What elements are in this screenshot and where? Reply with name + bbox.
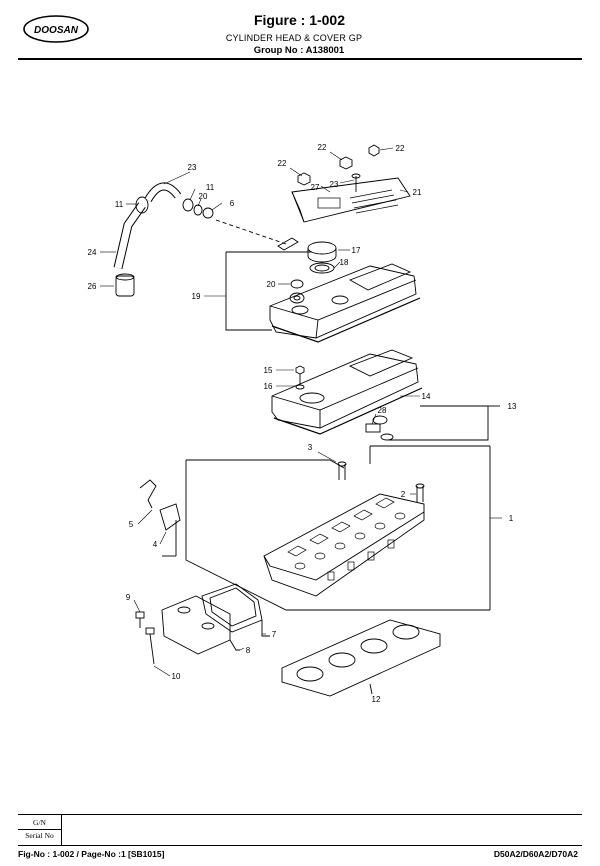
callout-12: 12	[372, 695, 381, 704]
callout-21: 21	[413, 188, 422, 197]
gn-serial-cell: G/N Serial No	[18, 815, 62, 845]
brand-text: DOOSAN	[34, 25, 79, 36]
callout-11a: 11	[115, 200, 124, 209]
callout-11b: 11	[206, 183, 215, 192]
callout-9: 9	[126, 593, 131, 602]
gn-label: G/N	[33, 818, 46, 827]
model-numbers: D50A2/D60A2/D70A2	[493, 849, 578, 859]
callout-6: 6	[230, 199, 235, 208]
callout-5: 5	[129, 520, 134, 529]
callout-28a: 27	[311, 183, 320, 192]
callout-17: 17	[352, 246, 361, 255]
figure-title: Figure : 1-002	[253, 12, 345, 28]
callout-28b: 28	[378, 406, 387, 415]
callout-19: 19	[192, 292, 201, 301]
page-header: DOOSAN Figure : 1-002 CYLINDER HEAD & CO…	[0, 0, 600, 60]
callout-4: 4	[153, 540, 158, 549]
group-number: Group No : A138001	[253, 45, 345, 56]
callout-24: 23	[188, 163, 197, 172]
callout-8: 8	[246, 646, 251, 655]
callout-14: 14	[422, 392, 431, 401]
callout-10: 10	[172, 672, 181, 681]
callout-15: 15	[264, 366, 273, 375]
callout-16: 16	[264, 382, 273, 391]
footer-table: G/N Serial No	[18, 814, 582, 846]
callout-23: 23	[330, 180, 339, 189]
fig-page-number: Fig-No : 1-002 / Page-No :1 [SB1015]	[18, 849, 165, 859]
callout-13: 13	[508, 402, 517, 411]
serial-label: Serial No	[25, 831, 54, 840]
callout-22a: 22	[278, 159, 287, 168]
callout-20b: 20	[267, 280, 276, 289]
callout-1: 1	[509, 514, 514, 523]
parts-diagram: 23 11 11 20 6 24 26 22 22 22 21 27 23 17…	[88, 143, 517, 704]
callout-26: 24	[88, 248, 97, 257]
gn-divider	[18, 829, 61, 830]
group-subtitle: CYLINDER HEAD & COVER GP	[225, 33, 363, 43]
callout-22c: 22	[396, 144, 405, 153]
callout-3: 3	[308, 443, 313, 452]
callout-7: 7	[272, 630, 277, 639]
header-rule	[18, 58, 582, 60]
callout-18: 18	[340, 258, 349, 267]
doosan-logo: DOOSAN	[23, 15, 89, 43]
callout-20a: 20	[199, 192, 208, 201]
callout-27: 26	[88, 282, 97, 291]
callout-2: 2	[401, 490, 406, 499]
callout-22b: 22	[318, 143, 327, 152]
